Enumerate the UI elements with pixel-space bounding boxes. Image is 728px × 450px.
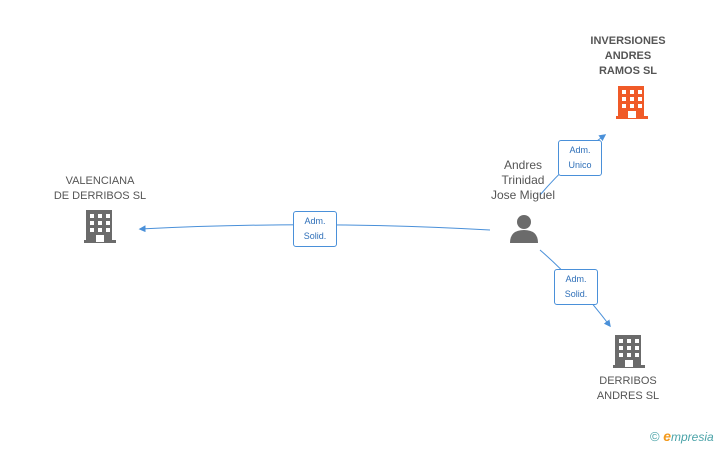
- node-label-person: Andres Trinidad Jose Miguel: [490, 158, 556, 202]
- building-icon[interactable]: [612, 333, 646, 369]
- building-icon[interactable]: [83, 208, 117, 244]
- brand-name: mpresia: [671, 430, 714, 444]
- node-label-valenciana: VALENCIANA DE DERRIBOS SL: [53, 175, 147, 202]
- footer-brand: © empresia: [650, 428, 714, 444]
- brand-logo-letter: e: [663, 428, 672, 444]
- edge-label-adm-solid-valenciana[interactable]: Adm. Solid.: [293, 211, 337, 247]
- person-icon[interactable]: [508, 212, 540, 244]
- node-label-inversiones: INVERSIONES ANDRES RAMOS SL: [590, 35, 666, 77]
- node-label-derribos: DERRIBOS ANDRES SL: [596, 375, 660, 402]
- edge-label-adm-unico[interactable]: Adm. Unico: [558, 140, 602, 176]
- copyright-symbol: ©: [650, 429, 660, 444]
- building-icon[interactable]: [615, 84, 649, 120]
- edge-label-adm-solid-derribos[interactable]: Adm. Solid.: [554, 269, 598, 305]
